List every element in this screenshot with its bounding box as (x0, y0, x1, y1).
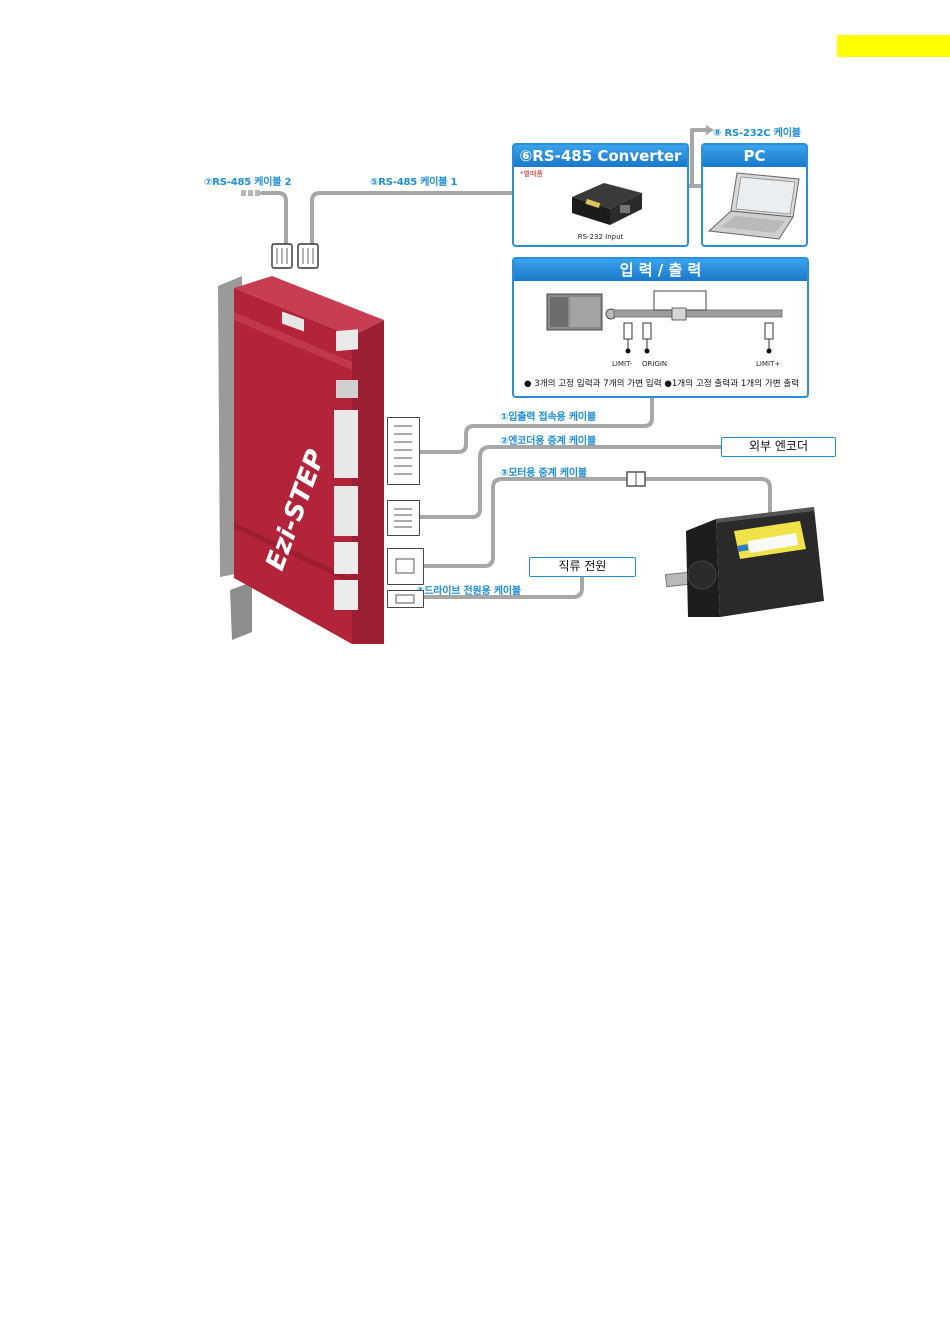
io-connector-pins (388, 418, 418, 482)
pc-panel: PC (701, 143, 808, 247)
laptop-icon (707, 171, 805, 245)
converter-device-icon (564, 175, 654, 235)
actuator-diagram (514, 281, 807, 371)
power-connector-pins (388, 591, 422, 607)
power-cable-label: ④드라이브 전원용 케이블 (416, 582, 521, 597)
origin-label: ORIGIN (642, 360, 667, 368)
io-connector (387, 417, 420, 485)
stepping-motor (664, 505, 830, 625)
limit-plus-label: LIMIT+ (756, 360, 780, 368)
limit-minus-label: LIMIT- (612, 360, 632, 368)
rs485-cable1-label: ⑤RS-485 케이블 1 (370, 173, 457, 188)
io-title: 입 력 / 출 력 (514, 259, 807, 281)
encoder-cable-label: ②엔코더용 중계 케이블 (500, 432, 596, 447)
dc-power-box: 직류 전원 (529, 557, 636, 577)
power-connector (387, 590, 424, 608)
motor-cable-label: ③모터용 중계 케이블 (500, 464, 587, 479)
encoder-connector-pins (388, 501, 418, 533)
motor-connector (387, 548, 424, 585)
drive-unit: Ezi-STEP (212, 272, 387, 644)
rs485-plugs (268, 242, 328, 272)
pc-title: PC (703, 145, 806, 167)
encoder-connector (387, 500, 420, 536)
converter-note: *별매품 (520, 169, 543, 179)
converter-caption: RS-232 Input (514, 233, 687, 241)
motor-connector-pins (388, 549, 422, 583)
rs232c-cable-label: ⑧ RS-232C 케이블 (713, 124, 801, 139)
io-caption: ● 3개의 고정 입력과 7개의 가변 입력 ●1개의 고정 출력과 1개의 가… (524, 377, 799, 389)
io-cable-label: ①입출력 접속용 케이블 (500, 408, 596, 423)
io-panel: 입 력 / 출 력 LIMIT- ORIGIN LIMIT+ ● 3개의 고정 … (512, 257, 809, 398)
rs485-converter-panel: ⑥RS-485 Converter *별매품 RS-232 Input (512, 143, 689, 247)
converter-title: ⑥RS-485 Converter (514, 145, 687, 167)
external-encoder-box: 외부 엔코더 (721, 437, 836, 457)
rs485-cable2-label: ⑦RS-485 케이블 2 (204, 173, 291, 188)
